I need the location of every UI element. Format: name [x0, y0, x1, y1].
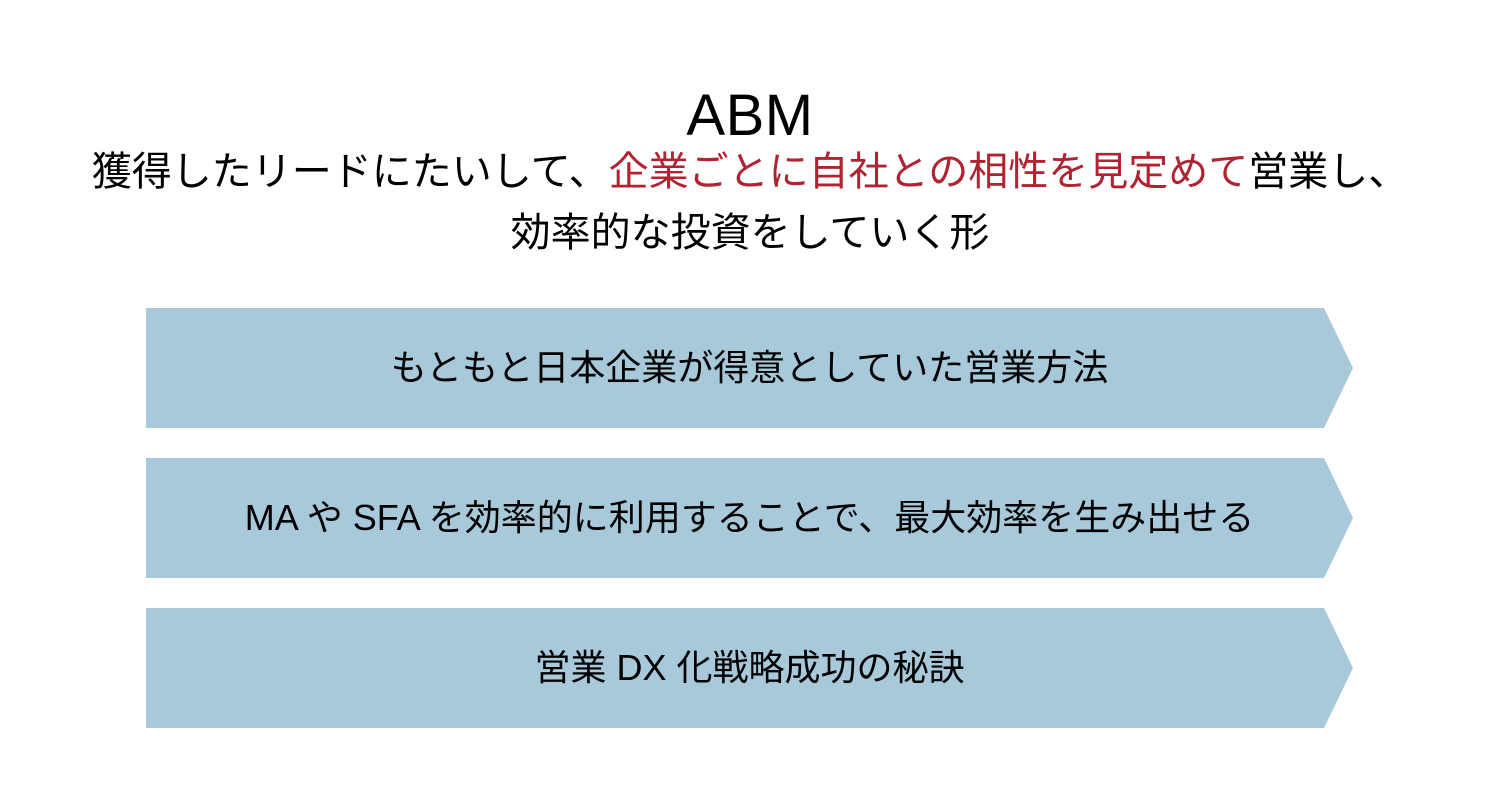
chevron-banner-2-label: MA や SFA を効率的に利用することで、最大効率を生み出せる [244, 497, 1255, 539]
subtitle-line-1: 獲得したリードにたいして、企業ごとに自社との相性を見定めて営業し、 [0, 142, 1500, 203]
subtitle-line-1-tail: 営業し、 [1248, 150, 1409, 194]
chevron-banner-2: MA や SFA を効率的に利用することで、最大効率を生み出せる [146, 458, 1353, 578]
chevron-banner-list: もともと日本企業が得意としていた営業方法 MA や SFA を効率的に利用するこ… [146, 308, 1353, 728]
page-title: ABM [686, 82, 814, 148]
subtitle-line-1-lead: 獲得したリードにたいして、 [91, 150, 609, 194]
chevron-banner-1-label: もともと日本企業が得意としていた営業方法 [390, 347, 1109, 389]
chevron-banner-3: 営業 DX 化戦略成功の秘訣 [146, 608, 1353, 728]
subtitle-line-1-highlight: 企業ごとに自社との相性を見定めて [608, 150, 1249, 194]
chevron-banner-1: もともと日本企業が得意としていた営業方法 [146, 308, 1353, 428]
chevron-banner-3-label: 営業 DX 化戦略成功の秘訣 [534, 647, 965, 689]
subtitle-line-2: 効率的な投資をしていく形 [510, 210, 990, 255]
subtitle-block: 獲得したリードにたいして、企業ごとに自社との相性を見定めて営業し、 効率的な投資… [0, 142, 1500, 264]
